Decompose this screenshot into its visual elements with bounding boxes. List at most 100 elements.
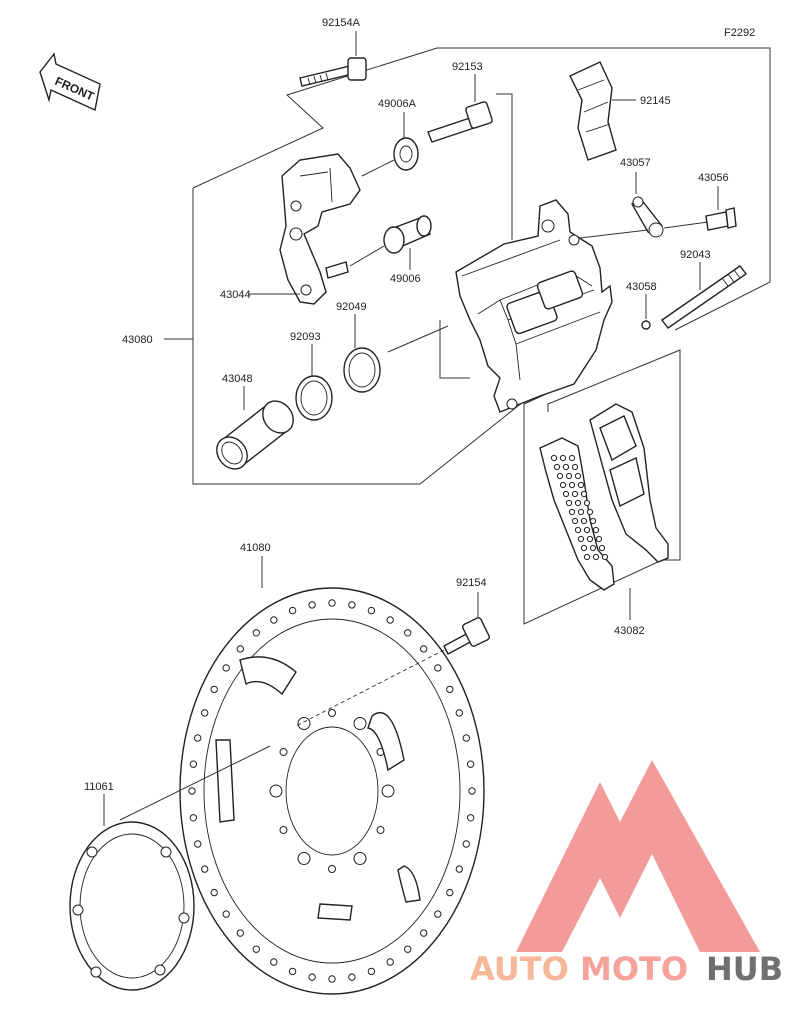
disc-shim-11061 (69, 821, 195, 991)
disc-vent-hole (446, 685, 454, 694)
pad-hole (568, 481, 576, 489)
pad-hole (583, 499, 591, 507)
pad-hole (571, 490, 579, 498)
pad-hole (571, 463, 579, 471)
pad-hole (595, 535, 603, 543)
boot-49006a (393, 137, 419, 171)
disc-vent-hole (404, 945, 412, 953)
disc-hub-hole (279, 748, 288, 756)
pad-hole (586, 508, 594, 516)
disc-hub-hole (353, 717, 367, 730)
caliper-assembly-outline (192, 47, 771, 485)
pad-hole (577, 481, 585, 489)
bleeder-valve-43056 (705, 207, 737, 231)
brake-pad-rear (539, 437, 615, 591)
bleeder-cap-43057 (631, 196, 664, 238)
pad-hole (553, 463, 561, 471)
pad-hole (583, 526, 591, 534)
disc-vent-hole (189, 760, 198, 768)
label-43048: 43048 (222, 373, 253, 385)
disc-bolt-92154 (443, 617, 490, 655)
pad-hole (574, 499, 582, 507)
disc-vent-hole (446, 888, 454, 897)
disc-vent-hole (308, 973, 316, 981)
caliper-body (455, 199, 613, 413)
disc-vent-hole (420, 929, 428, 937)
disc-vent-hole (201, 709, 209, 717)
piston-seal-92049 (343, 347, 381, 393)
label-92154: 92154 (456, 577, 487, 589)
label-43044: 43044 (220, 289, 251, 301)
label-49006: 49006 (390, 273, 421, 285)
label-11061: 11061 (84, 781, 114, 793)
label-92049: 92049 (336, 301, 367, 313)
pad-hole (574, 472, 582, 480)
pad-pin-92043 (661, 265, 747, 329)
disc-vent-hole (420, 645, 428, 653)
label-49006a: 49006A (378, 98, 417, 110)
label-43056: 43056 (698, 172, 729, 184)
disc-vent-hole (210, 888, 218, 897)
disc-vent-hole (308, 601, 316, 609)
label-92145: 92145 (640, 95, 671, 107)
pad-hole (568, 454, 576, 462)
disc-vent-hole (189, 814, 198, 822)
disc-hub-hole (328, 865, 336, 873)
disc-vent-hole (386, 616, 394, 624)
disc-vent-hole (348, 601, 356, 609)
disc-vent-hole (222, 664, 230, 672)
disc-vent-hole (434, 664, 442, 672)
disc-vent-hole (188, 787, 196, 795)
boot-49006 (383, 215, 432, 254)
pad-hole (586, 535, 594, 543)
brake-disc-41080 (179, 587, 485, 995)
disc-vent-hole (328, 599, 336, 607)
pad-hole (562, 463, 570, 471)
pad-hole (589, 544, 597, 552)
brake-pad-front (589, 403, 669, 563)
disc-hub-hole (376, 826, 385, 834)
piston-43048 (216, 400, 294, 470)
disc-hub-hole (279, 826, 288, 834)
pad-hole (556, 472, 564, 480)
disc-vent-hole (252, 945, 260, 953)
front-arrow-icon: FRONT (39, 52, 101, 112)
disc-hub-hole (297, 717, 311, 730)
pad-hole (577, 535, 585, 543)
pad-hole (565, 499, 573, 507)
disc-vent-hole (252, 629, 260, 637)
label-92043: 92043 (680, 249, 711, 261)
watermark-moto: MOTO (580, 950, 688, 988)
pad-hole (580, 517, 588, 525)
disc-vent-hole (386, 958, 394, 966)
disc-vent-hole (194, 840, 202, 848)
label-92153: 92153 (452, 61, 483, 73)
disc-vent-hole (466, 760, 475, 768)
disc-hub-hole (328, 709, 336, 717)
watermark-hub: HUB (706, 950, 783, 988)
label-92154a: 92154A (322, 17, 361, 29)
disc-vent-hole (348, 973, 356, 981)
pad-hole (565, 472, 573, 480)
disc-vent-hole (367, 967, 376, 976)
pad-spring-92145 (569, 61, 617, 161)
label-43058: 43058 (626, 281, 657, 293)
pad-hole (580, 490, 588, 498)
pad-hole (550, 454, 558, 462)
pad-hole (592, 526, 600, 534)
watermark-logo: AUTO MOTO HUB (470, 760, 783, 988)
bolt-92154a (299, 57, 367, 87)
pad-hole (562, 490, 570, 498)
pad-hole (589, 517, 597, 525)
pad-hole (574, 526, 582, 534)
pad-hole (592, 553, 600, 561)
disc-vent-hole (434, 910, 442, 918)
diagram-code: F2292 (724, 27, 755, 39)
disc-vent-hole (194, 734, 202, 742)
label-43080: 43080 (122, 334, 153, 346)
pad-hole (568, 508, 576, 516)
pad-hole (583, 553, 591, 561)
caliper-bracket-43044 (279, 153, 361, 305)
watermark-auto: AUTO (470, 950, 569, 988)
label-43057: 43057 (620, 157, 651, 169)
